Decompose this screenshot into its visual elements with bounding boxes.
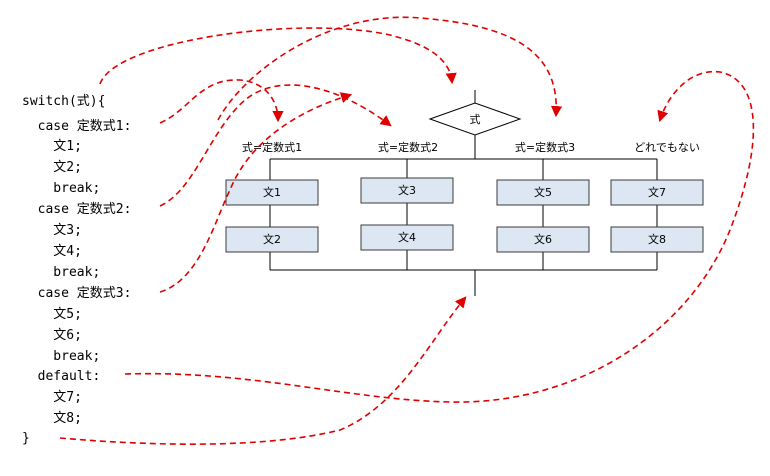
code-line-break1: break; xyxy=(22,181,101,196)
box-stmt1-label: 文1 xyxy=(263,185,281,199)
box-stmt8 xyxy=(610,226,704,253)
box-stmt2 xyxy=(225,226,319,253)
box-stmt5 xyxy=(496,179,590,206)
code-line-switch: switch(式){ xyxy=(22,94,106,109)
box-stmt6 xyxy=(496,226,590,253)
box-stmt8-label: 文8 xyxy=(648,232,666,246)
arrow-switch-to-decision xyxy=(99,27,457,85)
box-stmt5-label: 文5 xyxy=(534,185,552,199)
arrow-close xyxy=(59,296,467,445)
box-stmt3 xyxy=(360,177,454,204)
code-line-stmt2: 文2; xyxy=(22,160,82,175)
branch3-label: 式=定数式3 xyxy=(515,140,575,154)
code-line-case2: case 定数式2: xyxy=(22,202,132,217)
arrow-case1 xyxy=(159,79,284,124)
code-line-stmt7: 文7; xyxy=(22,390,82,405)
box-stmt7-label: 文7 xyxy=(648,185,666,199)
code-line-stmt6: 文6; xyxy=(22,328,82,343)
code-line-case3: case 定数式3: xyxy=(22,286,132,301)
arrow-case2 xyxy=(159,84,392,207)
box-stmt7 xyxy=(610,179,704,206)
code-line-break3: break; xyxy=(22,349,101,364)
box-stmt2-label: 文2 xyxy=(263,232,281,246)
arrow-default xyxy=(124,70,755,403)
code-line-stmt5: 文5; xyxy=(22,307,82,322)
code-line-stmt1: 文1; xyxy=(22,139,82,154)
decision-diamond xyxy=(428,102,522,136)
code-line-break2: break; xyxy=(22,265,101,280)
code-line-stmt4: 文4; xyxy=(22,244,82,259)
branch2-label: 式=定数式2 xyxy=(378,140,438,154)
branch1-label: 式=定数式1 xyxy=(242,140,302,154)
decision-label: 式 xyxy=(470,113,481,126)
box-stmt3-label: 文3 xyxy=(398,183,416,197)
code-line-stmt3: 文3; xyxy=(22,223,82,238)
code-line-stmt8: 文8; xyxy=(22,411,82,426)
arrow-switch-to-case3 xyxy=(217,16,563,121)
code-line-case1: case 定数式1: xyxy=(22,119,132,134)
code-line-default: default: xyxy=(22,369,101,384)
arrow-case3 xyxy=(159,92,353,293)
code-line-close: } xyxy=(22,431,30,446)
box-stmt1 xyxy=(225,179,319,206)
box-stmt4 xyxy=(360,224,454,251)
branch4-label: どれでもない xyxy=(634,141,700,154)
box-stmt4-label: 文4 xyxy=(398,230,416,244)
box-stmt6-label: 文6 xyxy=(534,232,552,246)
